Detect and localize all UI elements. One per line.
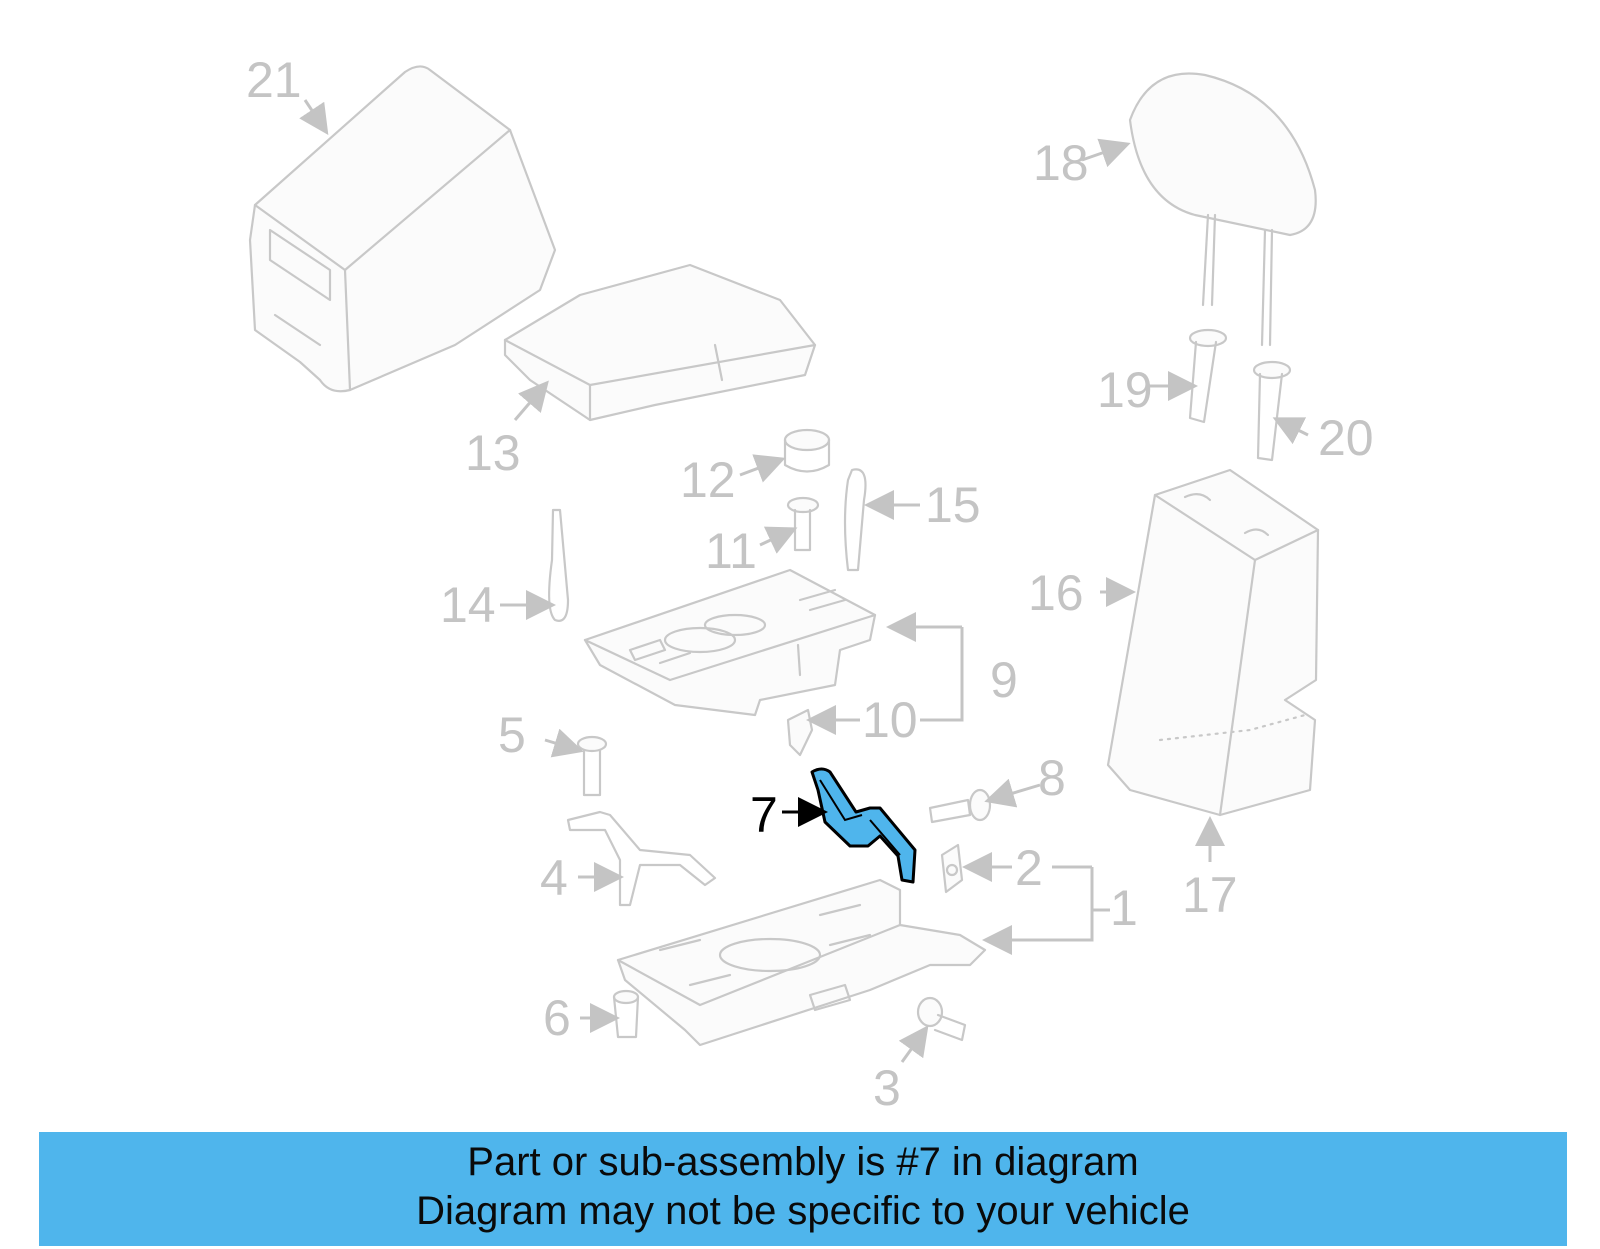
leader-lines [299,99,1309,1063]
label-4: 4 [540,850,568,906]
label-10: 10 [862,692,918,748]
info-banner: Part or sub-assembly is #7 in diagram Di… [39,1132,1567,1246]
part-16-seatback [1106,468,1320,817]
parts-diagram: 21 13 12 11 15 14 9 10 5 8 7 4 2 1 6 3 1… [246,52,1374,1116]
part-18-headrest [1128,72,1317,347]
label-5: 5 [498,707,526,763]
label-18: 18 [1033,135,1089,191]
part-21-armrest [248,65,557,393]
label-7: 7 [750,787,778,843]
part-2-nut [940,843,964,894]
label-12: 12 [680,452,736,508]
label-19: 19 [1097,362,1153,418]
part-6-bushing [612,989,640,1039]
part-3-bolt [916,996,967,1042]
part-15-strap [843,468,867,572]
part-1-base-plate [616,878,987,1047]
part-19-guide [1188,328,1228,424]
label-8: 8 [1038,750,1066,806]
label-21: 21 [246,52,302,108]
part-7-highlighted-bracket [810,767,917,884]
label-9: 9 [990,652,1018,708]
part-labels: 21 13 12 11 15 14 9 10 5 8 7 4 2 1 6 3 1… [246,52,1374,1116]
label-14: 14 [440,577,496,633]
part-14-strap [548,508,570,622]
part-20-guide [1252,360,1292,462]
label-1: 1 [1110,880,1138,936]
label-11: 11 [705,523,757,579]
part-11-screw [786,496,820,552]
banner-line-1: Part or sub-assembly is #7 in diagram [467,1140,1139,1184]
part-12-cap [783,428,831,473]
part-9-console-tray [583,568,877,717]
label-16: 16 [1028,565,1084,621]
part-8-bolt [928,788,992,824]
part-5-bolt [576,735,608,797]
label-13: 13 [465,425,521,481]
label-20: 20 [1318,410,1374,466]
label-17: 17 [1182,867,1238,923]
part-10-clip [786,708,814,757]
part-13-cushion [503,263,817,422]
label-2: 2 [1015,840,1043,896]
label-15: 15 [925,477,981,533]
part-4-bracket [566,810,717,907]
banner-line-2: Diagram may not be specific to your vehi… [416,1189,1190,1233]
label-6: 6 [543,990,571,1046]
label-3: 3 [873,1060,901,1116]
